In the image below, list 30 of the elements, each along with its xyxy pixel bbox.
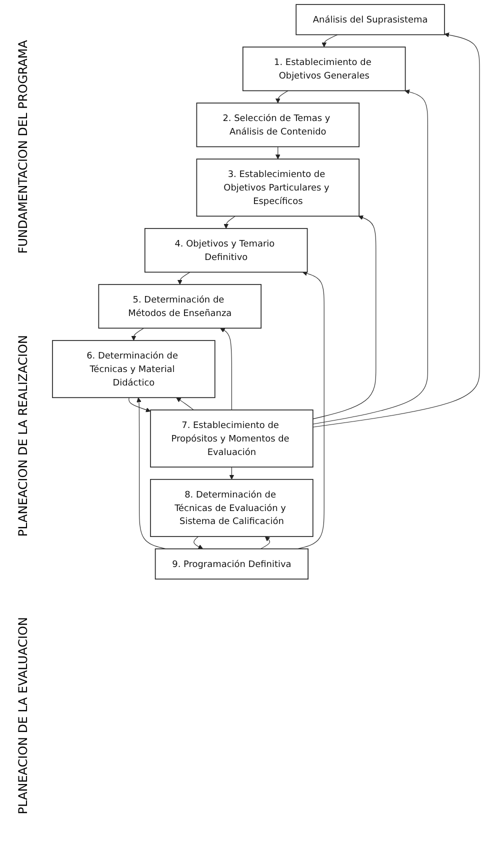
- arrow: [312, 215, 376, 420]
- node-box: 9. Programación Definitiva: [154, 548, 308, 580]
- node-box: 5. Determinación de Métodos de Enseñanza: [98, 284, 262, 329]
- arrow: [312, 32, 480, 428]
- arrow: [297, 271, 324, 550]
- arrow: [194, 536, 204, 550]
- node-box: 4. Objetivos y Temario Definitivo: [144, 228, 308, 273]
- arrow: [229, 466, 234, 480]
- arrow: [136, 397, 166, 550]
- node-box: 7. Establecimiento de Propósitos y Momentos de Evaluación: [150, 410, 314, 468]
- arrow: [176, 397, 194, 410]
- arrow: [220, 328, 232, 410]
- section-label: PLANEACION DE LA EVALUACION: [16, 617, 30, 815]
- node-box: 6. Determinación de Técnicas y Material Didáctico: [52, 340, 216, 398]
- node-box: Análisis del Suprasistema: [296, 4, 445, 36]
- arrow: [260, 536, 270, 550]
- arrow: [275, 146, 280, 160]
- arrow: [224, 216, 236, 229]
- node-box: 2. Selección de Temas y Análisis de Contenido: [196, 102, 360, 148]
- arrow: [322, 34, 338, 48]
- arrow: [177, 272, 190, 285]
- node-box: 3. Establecimiento de Objetivos Particulares y Específicos: [196, 158, 360, 217]
- section-label: FUNDAMENTACION DEL PROGRAMA: [16, 40, 30, 254]
- arrow: [128, 397, 151, 412]
- arrow: [131, 328, 144, 341]
- arrow: [312, 90, 428, 424]
- node-box: 8. Determinación de Técnicas de Evaluación y Sistema de Calificación: [150, 478, 314, 537]
- section-label: PLANEACION DE LA REALIZACION: [16, 334, 30, 537]
- arrow: [275, 90, 288, 104]
- node-box: 1. Establecimiento de Objetivos Generales: [242, 46, 406, 92]
